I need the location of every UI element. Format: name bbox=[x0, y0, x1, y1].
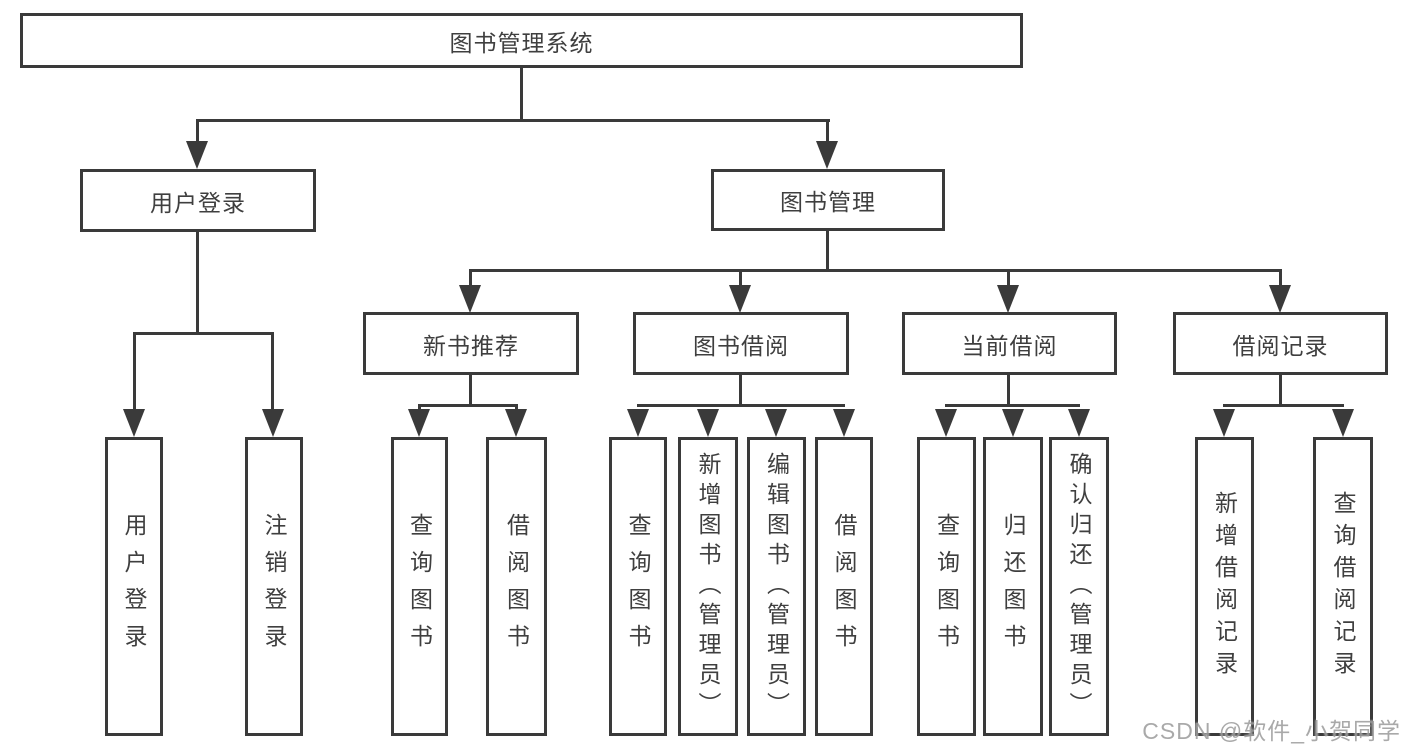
leaf-br-add-record-label: 新增借阅记录 bbox=[1211, 490, 1238, 683]
connector-hline bbox=[637, 404, 845, 407]
connector-vline bbox=[196, 119, 199, 143]
arrow-down-icon bbox=[1213, 409, 1235, 437]
arrow-down-icon bbox=[935, 409, 957, 437]
node-current-borrowing: 当前借阅 bbox=[902, 312, 1117, 375]
connector-vline bbox=[515, 404, 518, 410]
leaf-bb-query-books: 查询图书 bbox=[609, 437, 667, 736]
leaf-cb-return-books-label: 归还图书 bbox=[1000, 512, 1026, 661]
node-borrowing-records-label: 借阅记录 bbox=[1232, 332, 1329, 359]
leaf-cb-return-books: 归还图书 bbox=[983, 437, 1043, 736]
node-new-book-recommend: 新书推荐 bbox=[363, 312, 579, 375]
connector-hline bbox=[469, 269, 1282, 272]
connector-vline bbox=[739, 269, 742, 287]
leaf-user-login: 用户登录 bbox=[105, 437, 163, 736]
connector-vline bbox=[271, 332, 274, 409]
arrow-down-icon bbox=[627, 409, 649, 437]
connector-vline bbox=[520, 68, 523, 121]
leaf-logout: 注销登录 bbox=[245, 437, 303, 736]
leaf-cb-confirm-return-admin: 确认归还（管理员） bbox=[1049, 437, 1109, 736]
leaf-br-query-record-label: 查询借阅记录 bbox=[1330, 490, 1356, 683]
leaf-bb-edit-books-admin: 编辑图书（管理员） bbox=[747, 437, 806, 736]
leaf-br-query-record: 查询借阅记录 bbox=[1313, 437, 1373, 736]
connector-hline bbox=[418, 404, 518, 407]
arrow-down-icon bbox=[1332, 409, 1354, 437]
arrow-down-icon bbox=[729, 285, 751, 313]
node-book-borrowing-label: 图书借阅 bbox=[693, 332, 789, 359]
node-user-login-label: 用户登录 bbox=[150, 189, 246, 216]
leaf-bb-borrow-books-label: 借阅图书 bbox=[831, 512, 857, 661]
connector-vline bbox=[469, 269, 472, 287]
leaf-nb-query-books: 查询图书 bbox=[391, 437, 448, 736]
arrow-down-icon bbox=[1068, 409, 1090, 437]
csdn-watermark: CSDN @软件_小贺同学 bbox=[1142, 718, 1401, 744]
connector-vline bbox=[133, 332, 136, 409]
leaf-cb-query-books-label: 查询图书 bbox=[933, 512, 960, 661]
leaf-nb-borrow-books-label: 借阅图书 bbox=[503, 512, 530, 661]
node-current-borrowing-label: 当前借阅 bbox=[961, 332, 1058, 359]
connector-vline bbox=[1007, 269, 1010, 287]
leaf-nb-query-books-label: 查询图书 bbox=[406, 512, 433, 661]
connector-vline bbox=[196, 232, 199, 332]
leaf-bb-query-books-label: 查询图书 bbox=[625, 512, 651, 661]
arrow-down-icon bbox=[186, 141, 208, 169]
leaf-bb-add-books-admin: 新增图书（管理员） bbox=[678, 437, 738, 736]
node-new-book-recommend-label: 新书推荐 bbox=[423, 332, 519, 359]
arrow-down-icon bbox=[697, 409, 719, 437]
leaf-logout-label: 注销登录 bbox=[261, 512, 287, 661]
arrow-down-icon bbox=[816, 141, 838, 169]
connector-hline bbox=[945, 404, 1080, 407]
node-root: 图书管理系统 bbox=[20, 13, 1023, 68]
leaf-user-login-label: 用户登录 bbox=[121, 512, 147, 661]
arrow-down-icon bbox=[833, 409, 855, 437]
connector-vline bbox=[469, 375, 472, 406]
leaf-br-add-record: 新增借阅记录 bbox=[1195, 437, 1254, 736]
connector-vline bbox=[418, 404, 421, 410]
arrow-down-icon bbox=[997, 285, 1019, 313]
leaf-bb-borrow-books: 借阅图书 bbox=[815, 437, 873, 736]
arrow-down-icon bbox=[262, 409, 284, 437]
node-borrowing-records: 借阅记录 bbox=[1173, 312, 1388, 375]
arrow-down-icon bbox=[505, 409, 527, 437]
arrow-down-icon bbox=[765, 409, 787, 437]
node-book-management-label: 图书管理 bbox=[780, 189, 876, 215]
node-book-management: 图书管理 bbox=[711, 169, 945, 231]
node-user-login: 用户登录 bbox=[80, 169, 316, 232]
connector-hline bbox=[133, 332, 274, 335]
connector-hline bbox=[1223, 404, 1344, 407]
leaf-cb-query-books: 查询图书 bbox=[917, 437, 976, 736]
connector-vline bbox=[826, 231, 829, 271]
node-root-label: 图书管理系统 bbox=[449, 29, 594, 56]
leaf-bb-add-books-admin-label: 新增图书（管理员） bbox=[695, 451, 721, 722]
leaf-bb-edit-books-admin-label: 编辑图书（管理员） bbox=[763, 451, 790, 722]
connector-vline bbox=[739, 375, 742, 406]
arrow-down-icon bbox=[123, 409, 145, 437]
arrow-down-icon bbox=[408, 409, 430, 437]
connector-vline bbox=[1007, 375, 1010, 406]
leaf-cb-confirm-return-admin-label: 确认归还（管理员） bbox=[1066, 451, 1092, 722]
arrow-down-icon bbox=[1002, 409, 1024, 437]
node-book-borrowing: 图书借阅 bbox=[633, 312, 849, 375]
connector-hline bbox=[196, 119, 830, 122]
arrow-down-icon bbox=[1269, 285, 1291, 313]
arrow-down-icon bbox=[459, 285, 481, 313]
connector-vline bbox=[1279, 269, 1282, 287]
connector-vline bbox=[1279, 375, 1282, 406]
connector-vline bbox=[826, 119, 829, 143]
leaf-nb-borrow-books: 借阅图书 bbox=[486, 437, 547, 736]
